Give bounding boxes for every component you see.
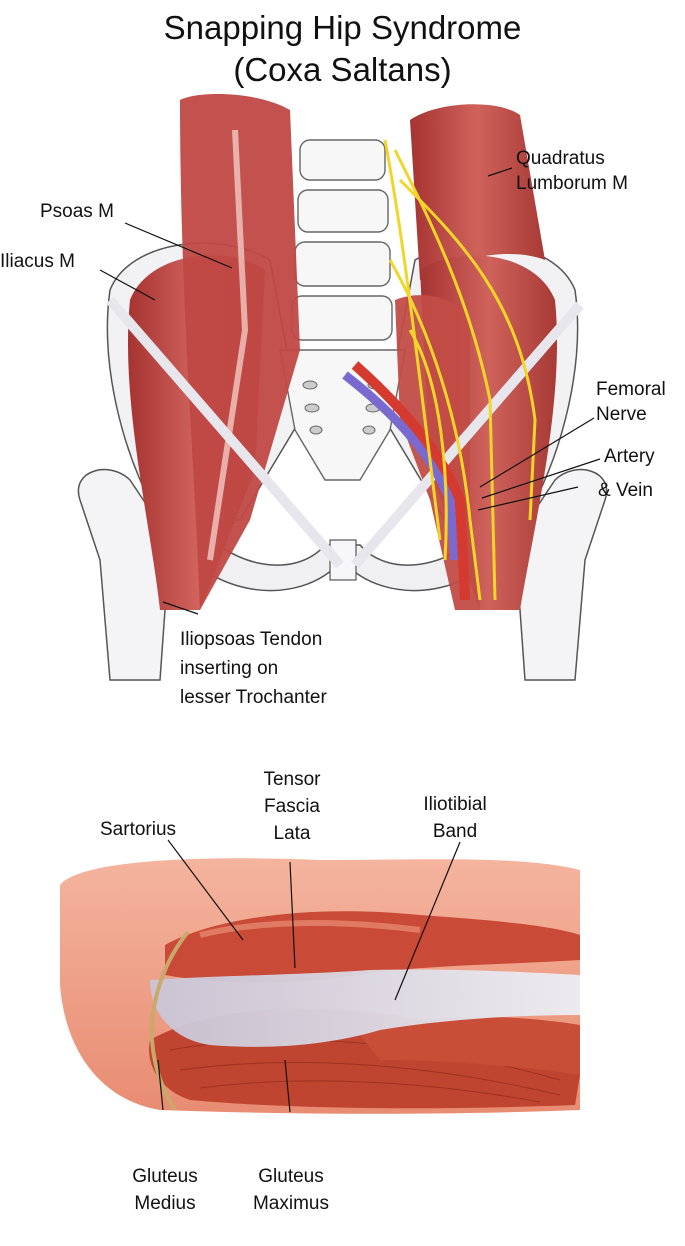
label-quadratus-2: Lumborum M — [516, 173, 628, 194]
label-iliotibial-2: Band — [432, 821, 478, 842]
vastus-muscle-bundle — [360, 1016, 580, 1075]
title-line-2: (Coxa Saltans) — [233, 51, 452, 88]
label-gluteus-maximus-2: Maximus — [252, 1193, 329, 1214]
label-tendon-3: lesser Trochanter — [180, 687, 327, 708]
label-gluteus-medius-1: Gluteus — [132, 1166, 198, 1187]
label-tensor-2: Fascia — [264, 796, 320, 817]
sartorius-muscle — [199, 920, 421, 938]
right-femur — [514, 468, 608, 681]
label-quadratus-1: Quadratus — [516, 148, 605, 169]
label-femoral-2: Nerve — [596, 404, 647, 425]
pelvis-illustration — [77, 94, 608, 681]
right-inguinal-ligament — [351, 301, 584, 569]
label-tendon-2: inserting on — [180, 658, 279, 679]
label-iliotibial-1: Iliotibial — [423, 794, 487, 815]
left-inguinal-ligament — [106, 296, 344, 569]
leader-lines-lower — [157, 839, 461, 1113]
label-artery: Artery — [604, 446, 655, 467]
label-gluteus-medius-2: Medius — [134, 1193, 196, 1214]
title-line-1: Snapping Hip Syndrome — [163, 9, 522, 46]
leader-lines-upper — [99, 167, 601, 615]
label-vein: & Vein — [598, 480, 653, 501]
label-gluteus-maximus-1: Gluteus — [258, 1166, 324, 1187]
left-psoas-tendon-stripe — [207, 129, 249, 561]
incision-line — [149, 930, 190, 1111]
tensor-fascia-lata-muscle — [165, 911, 580, 983]
lumbar-spine — [279, 139, 406, 481]
label-iliacus: Iliacus M — [0, 251, 75, 272]
femoral-artery — [351, 361, 470, 601]
label-tendon-1: Iliopsoas Tendon — [180, 629, 323, 650]
left-femur — [77, 468, 171, 681]
label-psoas: Psoas M — [40, 201, 114, 222]
iliotibial-band — [150, 969, 580, 1047]
quadratus-lumborum-muscle — [410, 104, 545, 281]
label-tensor-1: Tensor — [263, 769, 321, 790]
label-tensor-3: Lata — [273, 823, 311, 844]
lumbar-plexus-nerves — [383, 139, 537, 601]
label-sartorius: Sartorius — [100, 819, 177, 840]
label-femoral-1: Femoral — [596, 379, 666, 400]
thigh-illustration — [60, 839, 580, 1114]
